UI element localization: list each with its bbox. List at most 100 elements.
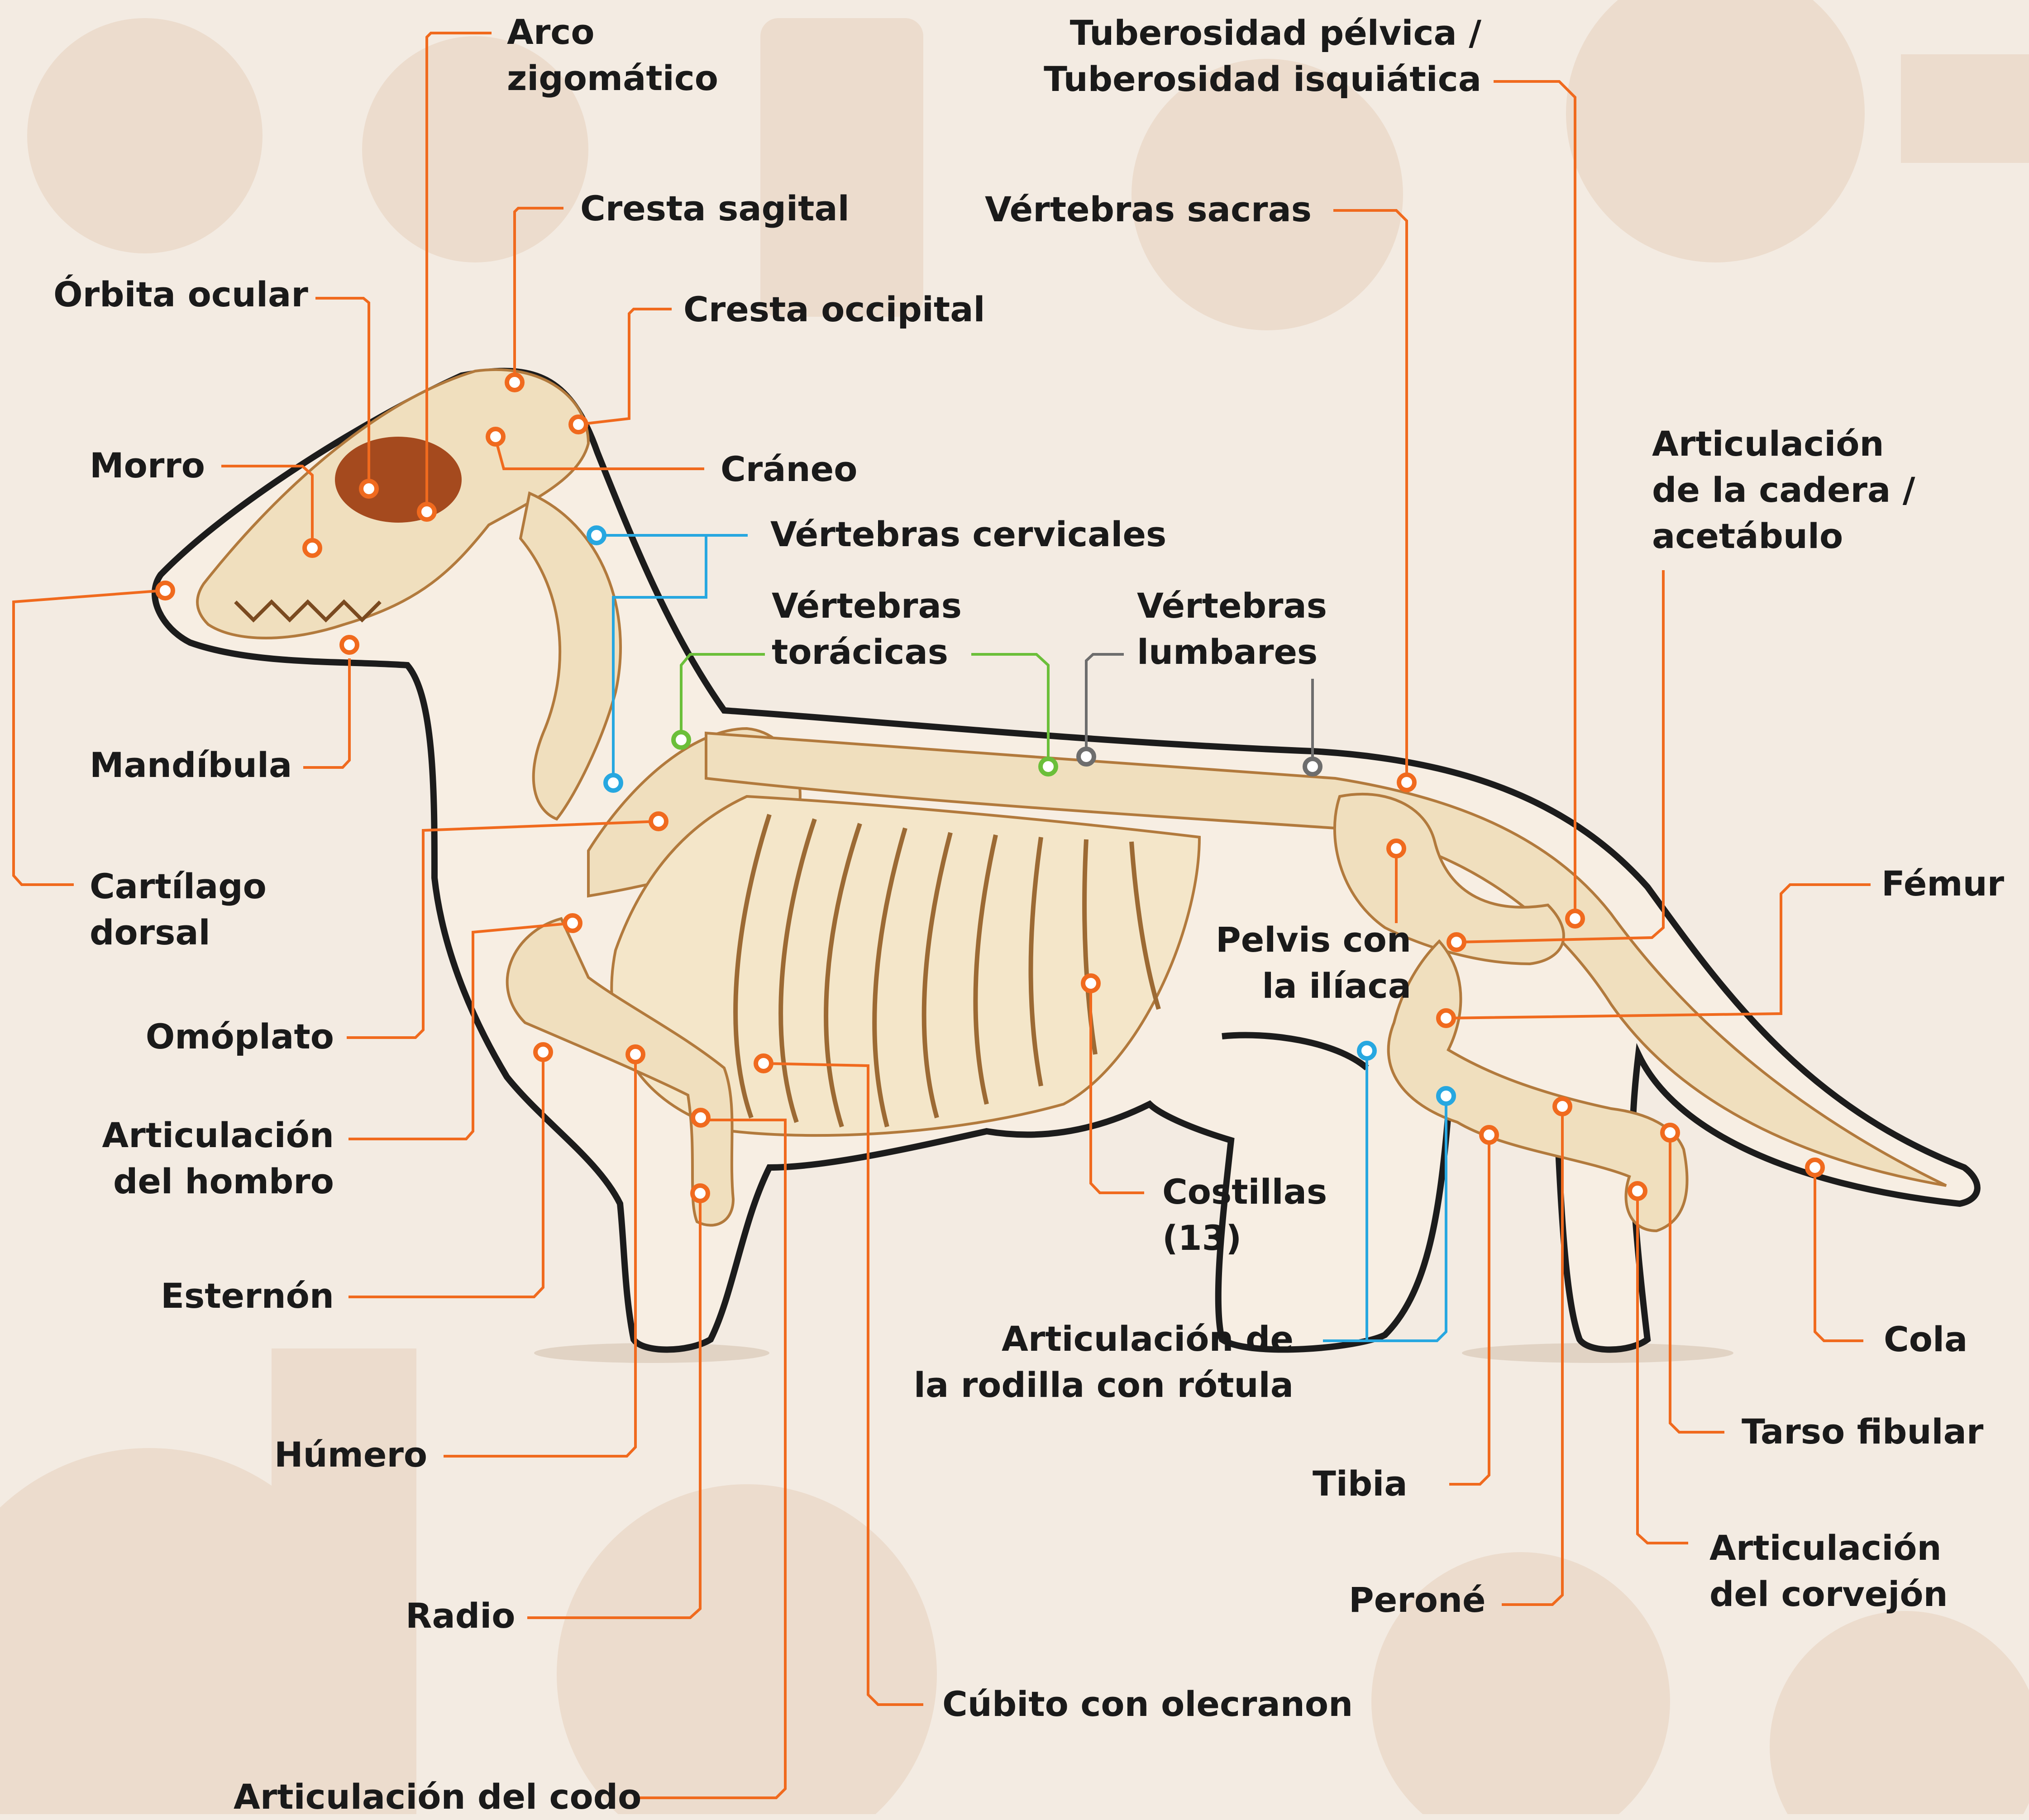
label-line: Esternón bbox=[161, 1273, 334, 1319]
dot-lumbares-2 bbox=[1305, 759, 1320, 774]
dot-hombro bbox=[565, 915, 580, 931]
label-line: Vértebras sacras bbox=[985, 186, 1312, 233]
dot-radio bbox=[692, 1186, 708, 1201]
dot-cresta-sagital bbox=[507, 375, 522, 390]
dot-costillas bbox=[1083, 976, 1098, 991]
leader-cola bbox=[1815, 1167, 1863, 1341]
label-line: Omóplato bbox=[146, 1014, 334, 1060]
label-orbita-ocular: Órbita ocular bbox=[53, 272, 308, 318]
leader-mandibula bbox=[303, 658, 349, 767]
dot-cubito bbox=[756, 1056, 771, 1071]
label-line: zigomático bbox=[507, 55, 718, 101]
dot-tuberosidad bbox=[1567, 911, 1583, 926]
dot-mandibula bbox=[342, 637, 357, 653]
label-morro: Morro bbox=[90, 443, 205, 489]
label-line: del hombro bbox=[102, 1158, 334, 1205]
label-articulacion-corvejon: Articulación del corvejón bbox=[1709, 1525, 1948, 1617]
label-cola: Cola bbox=[1884, 1316, 1967, 1363]
label-line: lumbares bbox=[1137, 629, 1327, 675]
label-articulacion-codo: Articulación del codo bbox=[234, 1774, 641, 1820]
label-line: Articulación de bbox=[914, 1316, 1294, 1362]
label-radio: Radio bbox=[406, 1593, 515, 1639]
dot-arco bbox=[419, 504, 434, 519]
dot-orbita bbox=[361, 481, 377, 496]
label-line: Cresta sagital bbox=[580, 186, 850, 232]
dot-rodilla-2 bbox=[1438, 1088, 1454, 1104]
label-tarso-fibular: Tarso fibular bbox=[1742, 1409, 1983, 1455]
dot-tibia bbox=[1481, 1127, 1497, 1143]
label-line: Articulación del codo bbox=[234, 1774, 641, 1820]
dot-cola bbox=[1807, 1160, 1823, 1175]
label-line: Cúbito con olecranon bbox=[942, 1681, 1353, 1727]
label-cresta-sagital: Cresta sagital bbox=[580, 186, 850, 232]
label-line: Cráneo bbox=[721, 446, 857, 492]
dot-cresta-occipital bbox=[571, 417, 586, 432]
label-tuberosidad: Tuberosidad pélvica / Tuberosidad isquiá… bbox=[1044, 10, 1481, 102]
label-line: Tuberosidad isquiática bbox=[1044, 56, 1481, 102]
label-line: acetábulo bbox=[1652, 513, 1915, 559]
dot-cervicales-1 bbox=[589, 528, 604, 543]
label-vertebras-cervicales: Vértebras cervicales bbox=[770, 511, 1166, 557]
label-line: Arco bbox=[507, 9, 718, 55]
label-rodilla: Articulación de la rodilla con rótula bbox=[914, 1316, 1294, 1408]
dot-cartilago bbox=[158, 583, 173, 598]
label-line: torácicas bbox=[772, 629, 962, 675]
orbit-cavity bbox=[335, 437, 462, 523]
dot-sacras bbox=[1399, 775, 1414, 790]
dot-humero bbox=[628, 1047, 643, 1062]
label-humero: Húmero bbox=[274, 1432, 427, 1478]
leader-tibia bbox=[1449, 1135, 1489, 1484]
label-line: Órbita ocular bbox=[53, 272, 308, 318]
dot-codo bbox=[693, 1110, 708, 1125]
label-line: Articulación bbox=[102, 1112, 334, 1158]
label-craneo: Cráneo bbox=[721, 446, 857, 492]
dot-omoplato bbox=[651, 814, 666, 829]
dot-pelvis bbox=[1389, 841, 1404, 856]
label-line: Cola bbox=[1884, 1316, 1967, 1363]
label-esternon: Esternón bbox=[161, 1273, 334, 1319]
label-line: Tibia bbox=[1313, 1461, 1408, 1507]
dot-perone bbox=[1555, 1099, 1570, 1114]
label-cubito: Cúbito con olecranon bbox=[942, 1681, 1353, 1727]
label-line: la ilíaca bbox=[1216, 963, 1411, 1009]
dot-cadera bbox=[1449, 934, 1464, 950]
label-omoplato: Omóplato bbox=[146, 1014, 334, 1060]
label-line: de la cadera / bbox=[1652, 467, 1915, 513]
dot-rodilla-1 bbox=[1359, 1043, 1375, 1058]
label-perone: Peroné bbox=[1349, 1577, 1486, 1623]
leader-corvejon bbox=[1638, 1191, 1688, 1543]
label-line: Radio bbox=[406, 1593, 515, 1639]
label-line: Vértebras bbox=[772, 583, 962, 629]
label-line: dorsal bbox=[90, 910, 267, 956]
dot-femur bbox=[1438, 1010, 1454, 1026]
label-pelvis: Pelvis con la ilíaca bbox=[1216, 917, 1411, 1009]
dot-craneo bbox=[488, 429, 503, 444]
label-arco-zigomatico: Arco zigomático bbox=[507, 9, 718, 101]
leader-cartilago bbox=[14, 591, 163, 885]
label-line: Costillas bbox=[1162, 1169, 1327, 1215]
dot-toracicas-1 bbox=[673, 732, 689, 748]
label-line: la rodilla con rótula bbox=[914, 1362, 1294, 1408]
label-line: Peroné bbox=[1349, 1577, 1486, 1623]
label-vertebras-lumbares: Vértebras lumbares bbox=[1137, 583, 1327, 675]
label-line: Vértebras bbox=[1137, 583, 1327, 629]
label-vertebras-sacras: Vértebras sacras bbox=[985, 186, 1312, 233]
label-articulacion-cadera: Articulación de la cadera / acetábulo bbox=[1652, 421, 1915, 559]
dot-toracicas-2 bbox=[1041, 759, 1056, 774]
label-articulacion-hombro: Articulación del hombro bbox=[102, 1112, 334, 1205]
label-line: Articulación bbox=[1652, 421, 1915, 467]
dot-cervicales-2 bbox=[606, 775, 621, 791]
label-line: Cresta occipital bbox=[683, 286, 985, 333]
label-line: Tuberosidad pélvica / bbox=[1044, 10, 1481, 56]
label-line: del corvejón bbox=[1709, 1571, 1948, 1617]
label-cartilago-dorsal: Cartílago dorsal bbox=[90, 863, 267, 956]
label-line: Mandíbula bbox=[90, 742, 292, 788]
dot-esternon bbox=[535, 1044, 551, 1060]
label-femur: Fémur bbox=[1881, 861, 2004, 907]
label-tibia: Tibia bbox=[1313, 1461, 1408, 1507]
label-costillas: Costillas (13) bbox=[1162, 1169, 1327, 1261]
dot-tarso bbox=[1662, 1125, 1678, 1140]
label-line: (13) bbox=[1162, 1215, 1327, 1261]
dot-corvejon bbox=[1630, 1183, 1645, 1199]
